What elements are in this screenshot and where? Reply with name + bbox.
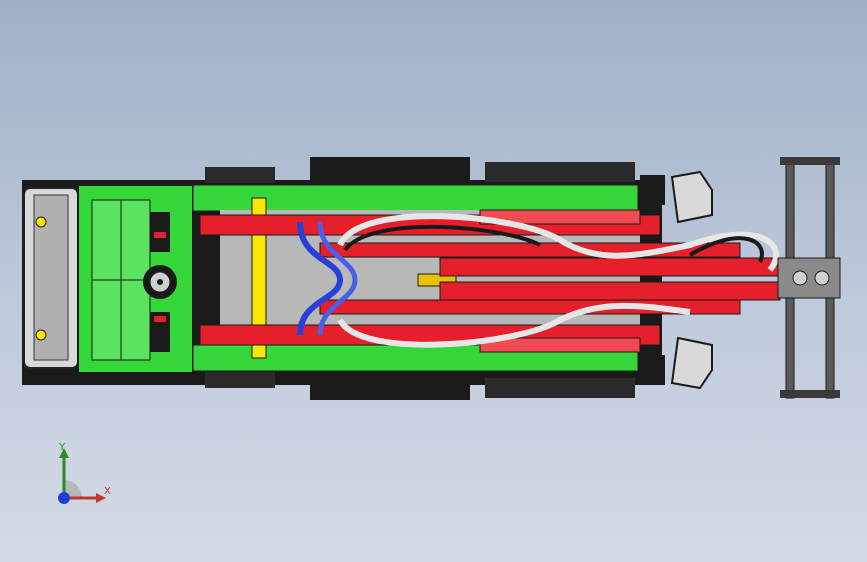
tire-block xyxy=(485,378,635,398)
axis-triad-icon xyxy=(58,448,106,504)
bolt-icon xyxy=(35,216,47,228)
mudguard xyxy=(670,170,713,224)
z-axis-dot xyxy=(58,492,70,504)
tire-block xyxy=(205,167,275,183)
tire-block xyxy=(485,162,635,182)
black-hose xyxy=(343,224,541,252)
axle-hub xyxy=(777,257,841,299)
y-axis-label: Y xyxy=(59,442,66,453)
white-hose xyxy=(337,302,691,348)
blue-hose xyxy=(317,221,358,336)
bolt-icon xyxy=(35,329,47,341)
red-beam xyxy=(439,281,781,301)
red-beam xyxy=(479,337,641,353)
tire-block xyxy=(310,378,470,400)
tire-block xyxy=(205,372,275,388)
white-hose xyxy=(337,213,779,272)
blue-hose xyxy=(297,221,344,336)
tire-block xyxy=(310,157,470,181)
yellow-beam xyxy=(251,197,267,359)
mudguard xyxy=(670,336,713,390)
red-beam xyxy=(439,257,781,277)
green-frame-top xyxy=(192,184,639,212)
x-axis-label: X xyxy=(104,486,111,497)
black-hose xyxy=(688,236,764,263)
